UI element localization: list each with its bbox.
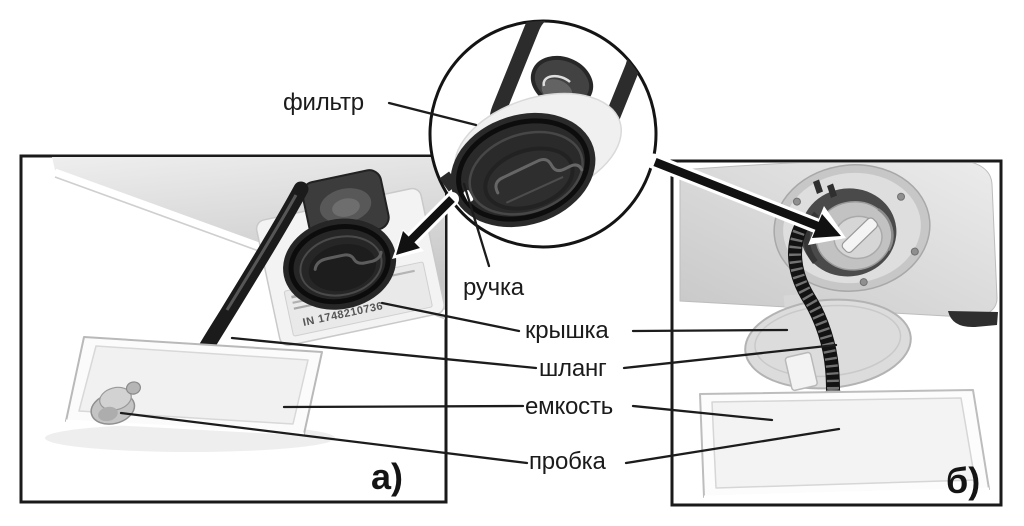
filter-handle-bar [841,217,879,254]
label-plug: пробка [529,448,606,475]
plug-a [90,381,141,425]
label-cover: крышка [525,317,609,344]
cover-tab [784,351,818,392]
callout-filter [387,101,478,127]
pointer-arrow-a [392,192,459,259]
callout-lines [119,101,841,465]
filter-cap-a [283,218,397,310]
label-filter: фильтр [283,89,364,116]
magnifier-inset [428,19,658,249]
callout-plug-right [624,427,841,465]
photo-a: IN 1748210736 [19,154,448,504]
filter-cap-inset [439,112,596,228]
tray-b [699,389,990,499]
machine-foot [948,311,998,328]
label-container: емкость [525,393,614,420]
filter-inset [439,21,643,228]
callout-cover-left [380,301,521,333]
caption-photo-b: б) [946,460,981,501]
photo-b [670,159,1003,507]
caption-photo-a: а) [371,456,404,497]
pointer-arrow-b [645,153,846,245]
vent-marks [813,179,837,198]
callout-handle [462,182,491,268]
filter-housing-b [773,164,931,292]
label-handle: ручка [463,274,524,301]
label-hose: шланг [539,355,607,382]
callout-hose-right [622,343,838,370]
filter-recess-a: IN 1748210736 [255,169,445,347]
callout-container-left [282,404,525,409]
callout-hose-left [230,336,538,370]
callout-cover-right [631,328,789,333]
callout-container-right [631,404,774,422]
callout-plug-left [119,411,529,465]
